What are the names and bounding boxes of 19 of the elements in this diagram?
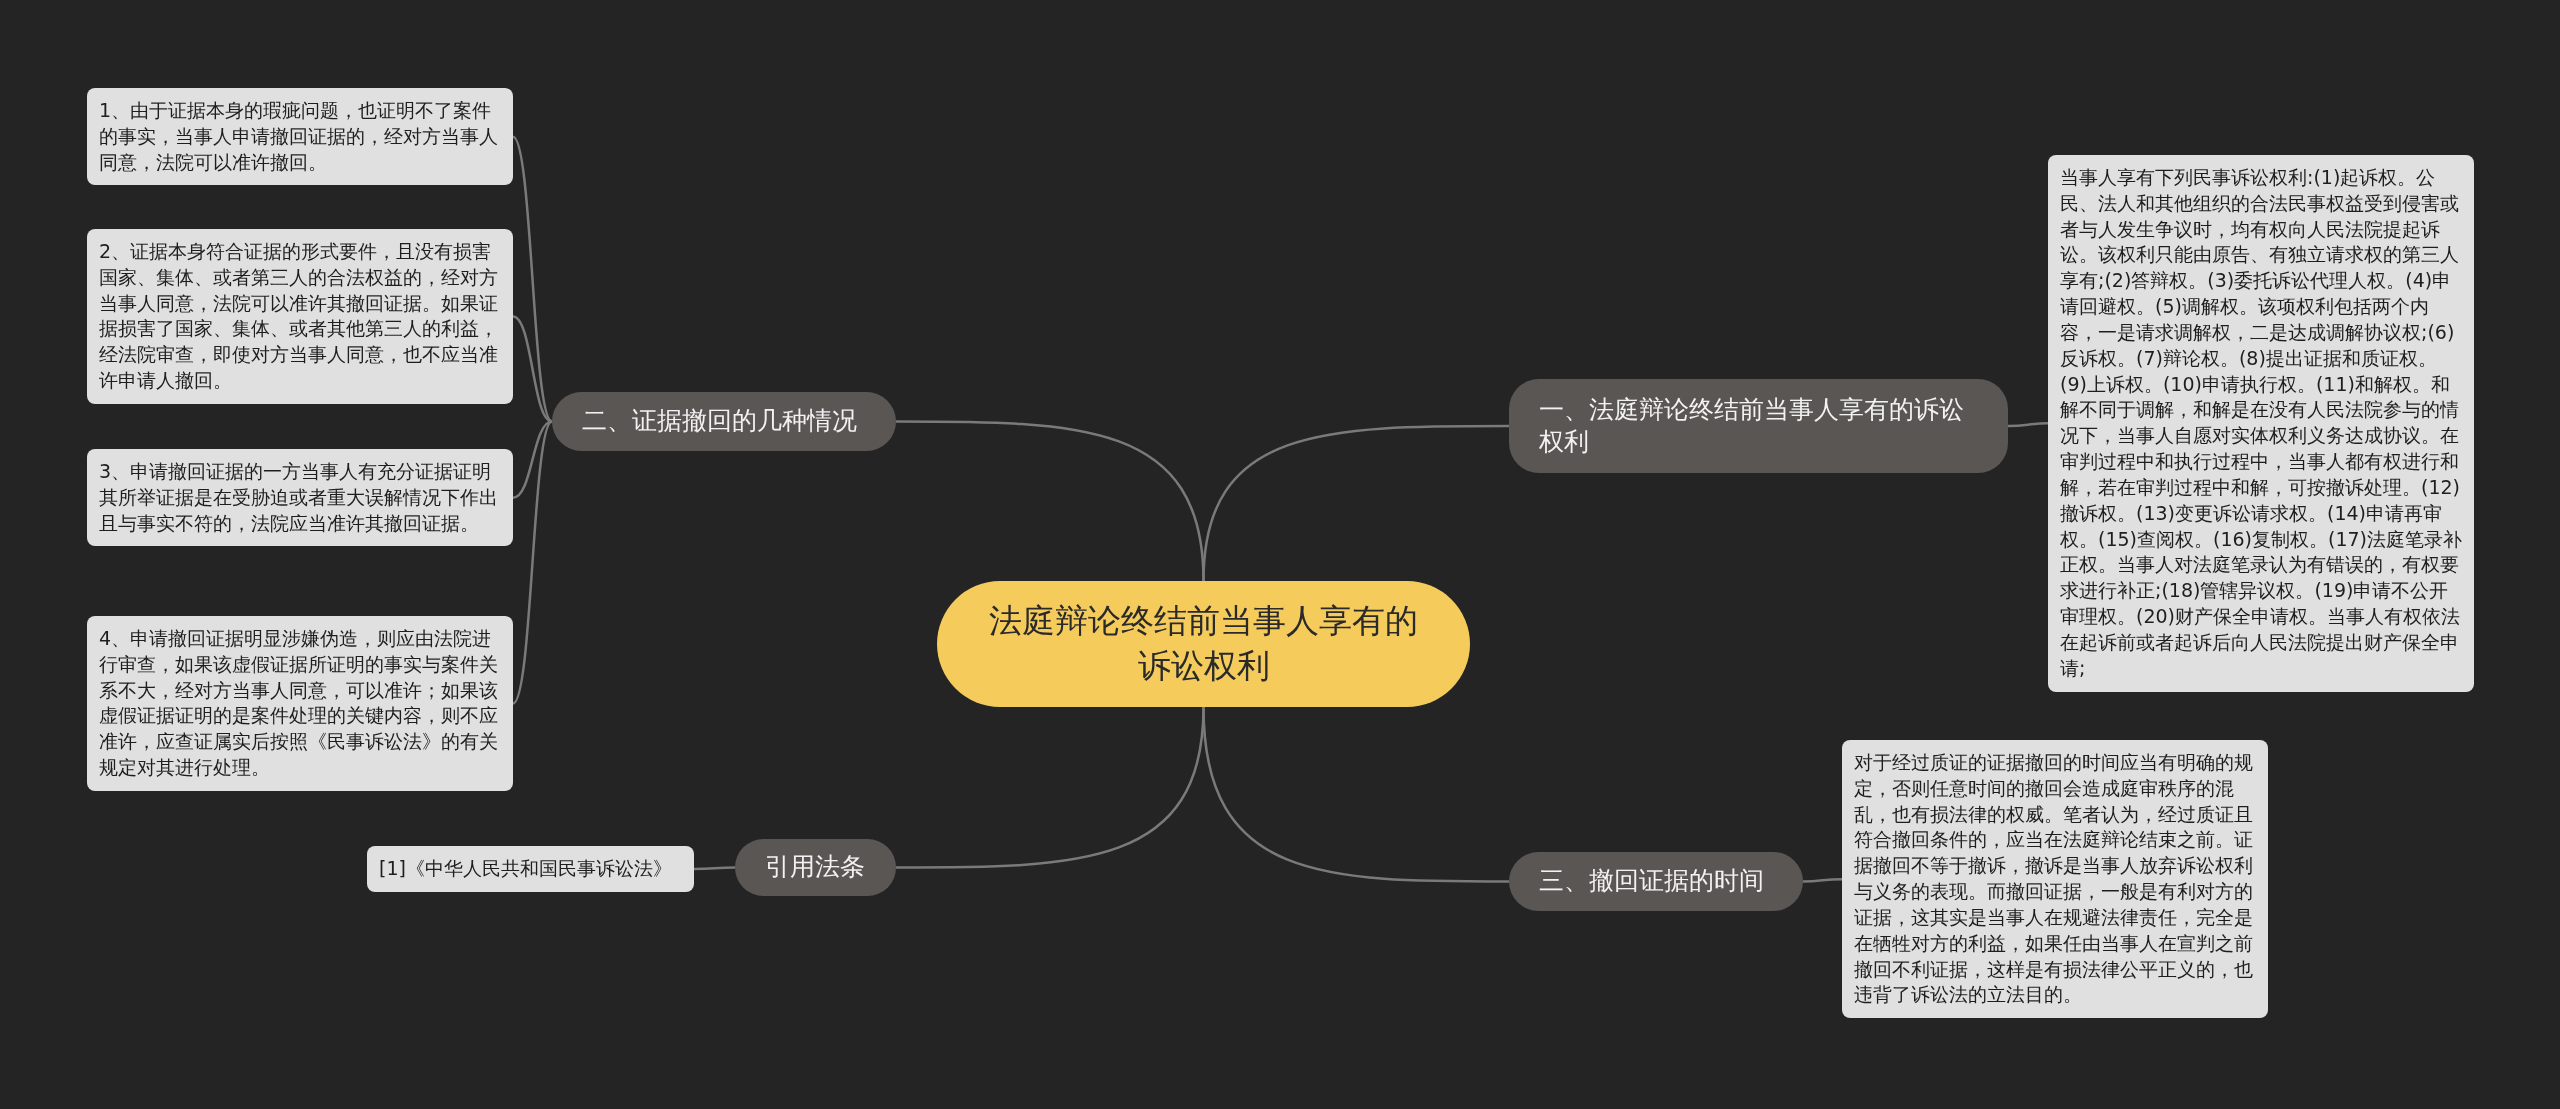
connector-line (1803, 877, 1842, 883)
topic-pill: 一、法庭辩论终结前当事人享有的诉讼权利 (1509, 379, 2008, 473)
connector-line (694, 866, 735, 871)
note-card: [1]《中华人民共和国民事诉讼法》 (367, 846, 694, 892)
note-card: 3、申请撤回证据的一方当事人有充分证据证明其所举证据是在受胁迫或者重大误解情况下作出且与事实不符的，法院应当准许其撤回证据。 (87, 449, 513, 547)
connector-line (896, 706, 1205, 869)
topic-pill: 二、证据撤回的几种情况 (552, 392, 896, 451)
note-card: 1、由于证据本身的瑕疵问题，也证明不了案件的事实，当事人申请撤回证据的，经对方当事人同意，法院可以准许撤回。 (87, 88, 513, 186)
note-card: 2、证据本身符合证据的形式要件，且没有损害国家、集体、或者第三人的合法权益的，经对方当事人同意，法院可以准许其撤回证据。如果证据损害了国家、集体、或者其他第三人的利益，经法院审查，即使对方当事人同意，也不应当准许申请人撤回。 (87, 229, 513, 404)
note-card: 对于经过质证的证据撤回的时间应当有明确的规定，否则任意时间的撤回会造成庭审秩序的混乱，也有损法律的权威。笔者认为，经过质证且符合撤回条件的，应当在法庭辩论结束之前。证据撤回不等于撤诉，撤诉是当事人放弃诉讼权利与义务的表现。而撤回证据，一般是有利对方的证据，这其实是当事人在规避法律责任，完全是在牺牲对方的利益，如果任由当事人在宣判之前撤回不利证据，这样是有损法律公平正义的，也违背了诉讼法的立法目的。 (1842, 740, 2268, 1019)
central-topic: 法庭辩论终结前当事人享有的诉讼权利 (937, 581, 1470, 707)
topic-pill: 引用法条 (735, 839, 896, 896)
note-card: 当事人享有下列民事诉讼权利:(1)起诉权。公民、法人和其他组织的合法民事权益受到侵害或者与人发生争议时，均有权向人民法院提起诉讼。该权利只能由原告、有独立请求权的第三人享有;(2)答辩权。(3)委托诉讼代理人权。(4)申请回避权。(5)调解权。该项权利包括两个内容，一是请求调解权，二是达成调解协议权;(6)反诉权。(7)辩论权。(8)提出证据和质证权。(9)上诉权。(10)申请执行权。(11)和解权。和解不同于调解，和解是在没有人民法院参与的情况下，当事人自愿对实体权利义务达成协议。在审判过程中和执行过程中，当事人都有权进行和解，若在审判过程中和解，可按撤诉处理。(12)撤诉权。(13)变更诉讼请求权。(14)申请再审权。(15)查阅权。(16)复制权。(17)法庭笔录补正权。当事人对法庭笔录认为有错误的，有权要求进行补正;(18)管辖异议权。(19)申请不公开审理权。(20)财产保全申请权。当事人有权依法在起诉前或者起诉后向人民法院提出财产保全申请; (2048, 155, 2474, 692)
note-card: 4、申请撤回证据明显涉嫌伪造，则应由法院进行审查，如果该虚假证据所证明的事实与案件关系不大，经对方当事人同意，可以准许；如果该虚假证据证明的是案件处理的关键内容，则不应准许，应查证属实后按照《民事诉讼法》的有关规定对其进行处理。 (87, 616, 513, 791)
connector-line (512, 135, 553, 423)
connector-line (512, 420, 553, 705)
connector-line (896, 420, 1205, 582)
connector-line (2008, 422, 2048, 428)
topic-pill: 三、撤回证据的时间 (1509, 852, 1803, 911)
